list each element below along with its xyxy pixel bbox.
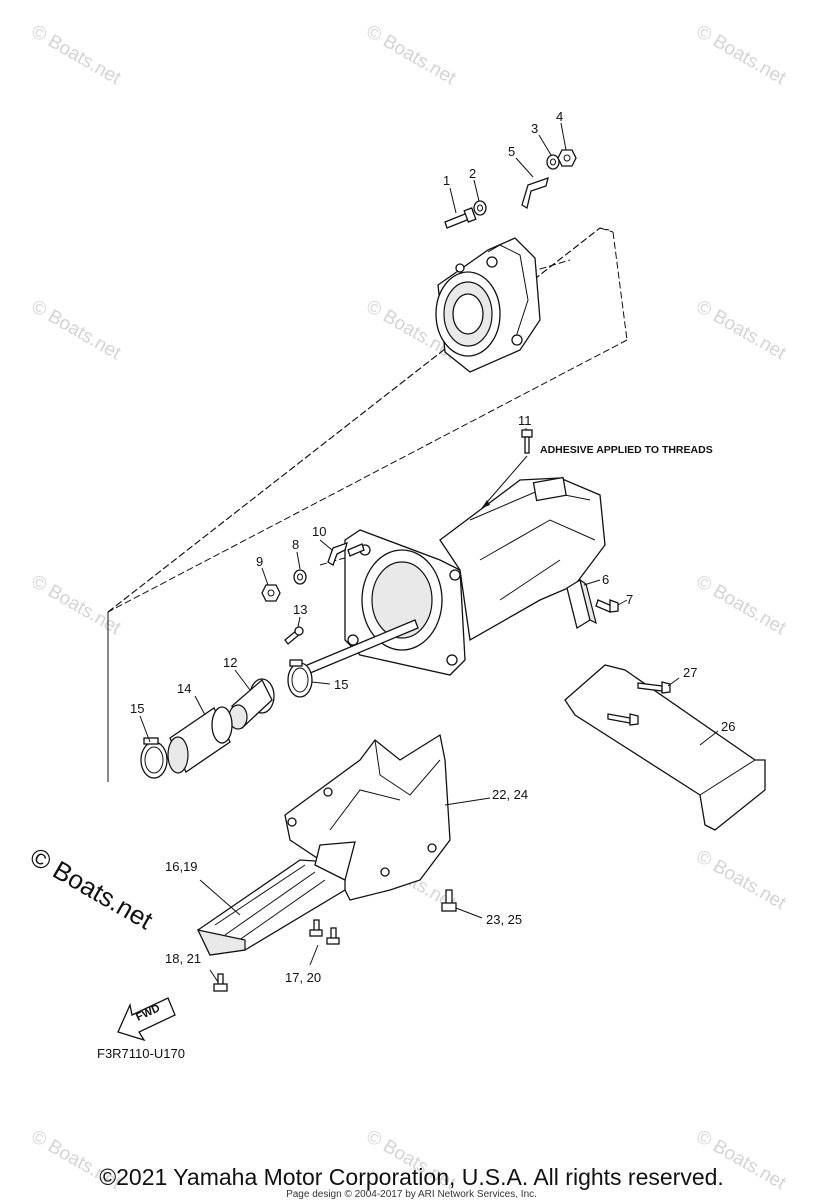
leader-lines [139,122,719,983]
bearing-housing [435,237,541,373]
watermark: © Boats.net [693,296,790,364]
bolt-part-27-lower [607,713,639,726]
washer-part-3 [546,154,560,170]
callout-27: 27 [683,665,697,680]
clamp-part-15-upper [287,659,313,698]
watermark: © Boats.net [693,571,790,639]
callout-14: 14 [177,681,191,696]
callout-22-24: 22, 24 [492,787,528,802]
screw-part-17-20 [309,919,340,945]
bolt-part-1 [444,207,477,229]
callout-15-upper: 15 [334,677,348,692]
bolt-part-11 [481,429,533,509]
nut-part-4 [557,149,577,167]
callout-26: 26 [721,719,735,734]
watermark: © Boats.net [28,571,125,639]
fwd-arrow-icon: FWD [117,997,176,1042]
hose-part-14 [167,706,233,774]
callout-15-lower: 15 [130,701,144,716]
callout-9: 9 [256,554,263,569]
watermark: © Boats.net [363,21,460,89]
rubber-pad-part-6 [566,578,597,630]
callout-6: 6 [602,572,609,587]
callout-3: 3 [531,121,538,136]
diagram-code: F3R7110-U170 [97,1046,185,1061]
clamp-part-15-lower [140,737,168,779]
bolt-part-7 [595,599,619,613]
watermark: © Boats.net [693,21,790,89]
callout-8: 8 [292,537,299,552]
callout-16-19: 16,19 [165,859,198,874]
ride-plate-part-16-19 [196,841,356,956]
screw-part-13 [284,626,304,645]
clip-part-10 [327,541,365,566]
adhesive-note: ADHESIVE APPLIED TO THREADS [540,444,713,456]
callouts: 1 2 3 4 5 11 ADHESIVE APPLIED TO THREADS… [130,109,735,985]
watermark-large: © Boats.net [25,841,159,935]
copyright-notice: ©2021 Yamaha Motor Corporation, U.S.A. A… [99,1164,724,1190]
clip-part-5 [521,176,549,210]
callout-13: 13 [293,602,307,617]
callout-18-21: 18, 21 [165,951,201,966]
callout-11: 11 [518,413,532,428]
callout-23-25: 23, 25 [486,912,522,927]
bolt-part-27-upper [637,681,671,694]
nut-part-9 [261,584,281,602]
pump-housing [344,476,606,676]
watermark: © Boats.net [28,296,125,364]
callout-12: 12 [223,655,237,670]
callout-10: 10 [312,524,326,539]
callout-7: 7 [626,592,633,607]
callout-1: 1 [443,173,450,188]
callout-17-20: 17, 20 [285,970,321,985]
callout-5: 5 [508,144,515,159]
washer-part-2 [473,200,487,216]
watermark: © Boats.net [28,21,125,89]
washer-part-8 [293,569,307,585]
screw-part-18-21 [213,973,228,992]
page-design-notice: Page design © 2004-2017 by ARI Network S… [286,1189,537,1200]
bolt-part-23-25 [441,889,457,912]
bracket-part-26 [564,664,766,831]
collar-part-12 [228,678,275,730]
callout-4: 4 [556,109,563,124]
callout-2: 2 [469,166,476,181]
watermark: © Boats.net [693,846,790,914]
